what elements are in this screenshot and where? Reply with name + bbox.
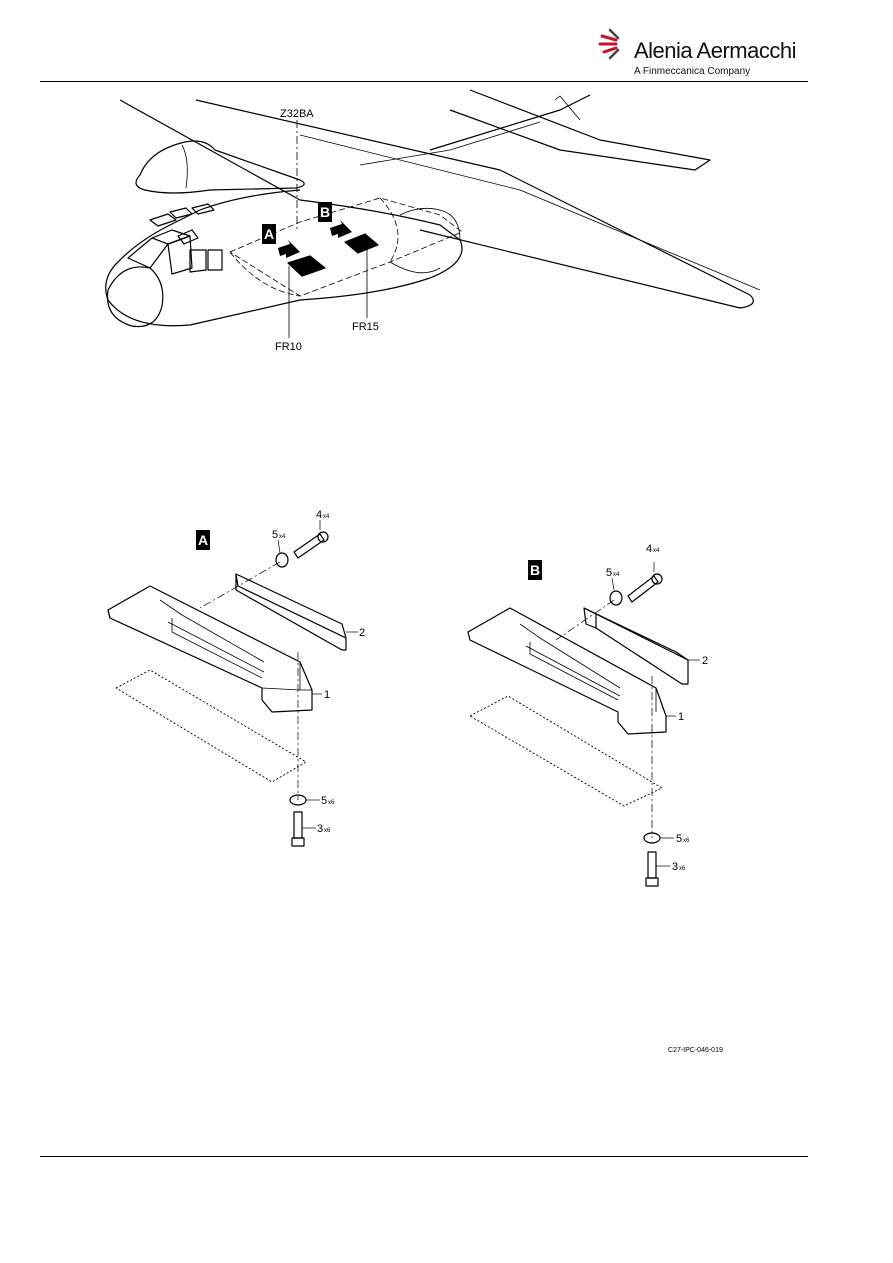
b-item-5-upper: 5 [606, 567, 612, 579]
b-item-4-qty: x4 [653, 548, 660, 554]
a-item-5-lower-qty: x6 [328, 800, 335, 806]
a-item-4: 4 [316, 509, 322, 521]
view-a-badge [196, 530, 210, 550]
view-a-badge-overview [262, 224, 276, 244]
company-logo [596, 24, 796, 80]
view-b-badge [528, 560, 542, 580]
a-item-3: 3 [317, 823, 323, 835]
view-a-letter-overview: A [264, 226, 274, 242]
b-item-5-upper-qty: x4 [613, 572, 620, 578]
view-a-letter: A [198, 532, 208, 548]
b-item-3-qty: x6 [679, 866, 686, 872]
b-item-3: 3 [672, 861, 678, 873]
zone-label: Z32BA [280, 108, 314, 120]
detail-a-drawing [107, 520, 358, 847]
b-item-4: 4 [646, 543, 652, 555]
detail-b-drawing [467, 562, 700, 887]
view-b-badge-overview [318, 202, 332, 222]
b-item-1: 1 [678, 711, 684, 723]
a-item-1: 1 [324, 689, 330, 701]
a-item-4-qty: x4 [323, 514, 330, 520]
frame-fwd-label: FR10 [275, 341, 302, 353]
b-item-5-lower: 5 [676, 833, 682, 845]
figure-reference: C27-IPC-046-019 [668, 1047, 723, 1054]
header-rule [40, 81, 808, 82]
a-item-5-lower: 5 [321, 795, 327, 807]
b-item-2: 2 [702, 655, 708, 667]
frame-aft-label: FR15 [352, 321, 379, 333]
view-b-letter-overview: B [320, 204, 330, 220]
aircraft-overview [105, 89, 761, 338]
brand-tagline: A Finmeccanica Company [634, 66, 751, 77]
a-item-2: 2 [359, 627, 365, 639]
brand-name: Alenia Aermacchi [634, 38, 796, 63]
b-item-5-lower-qty: x6 [683, 838, 690, 844]
footer-rule [40, 1156, 808, 1157]
view-b-letter: B [530, 562, 540, 578]
a-item-3-qty: x6 [324, 828, 331, 834]
a-item-5-upper-qty: x4 [279, 534, 286, 540]
logo-mark-icon [598, 28, 620, 60]
a-item-5-upper: 5 [272, 529, 278, 541]
